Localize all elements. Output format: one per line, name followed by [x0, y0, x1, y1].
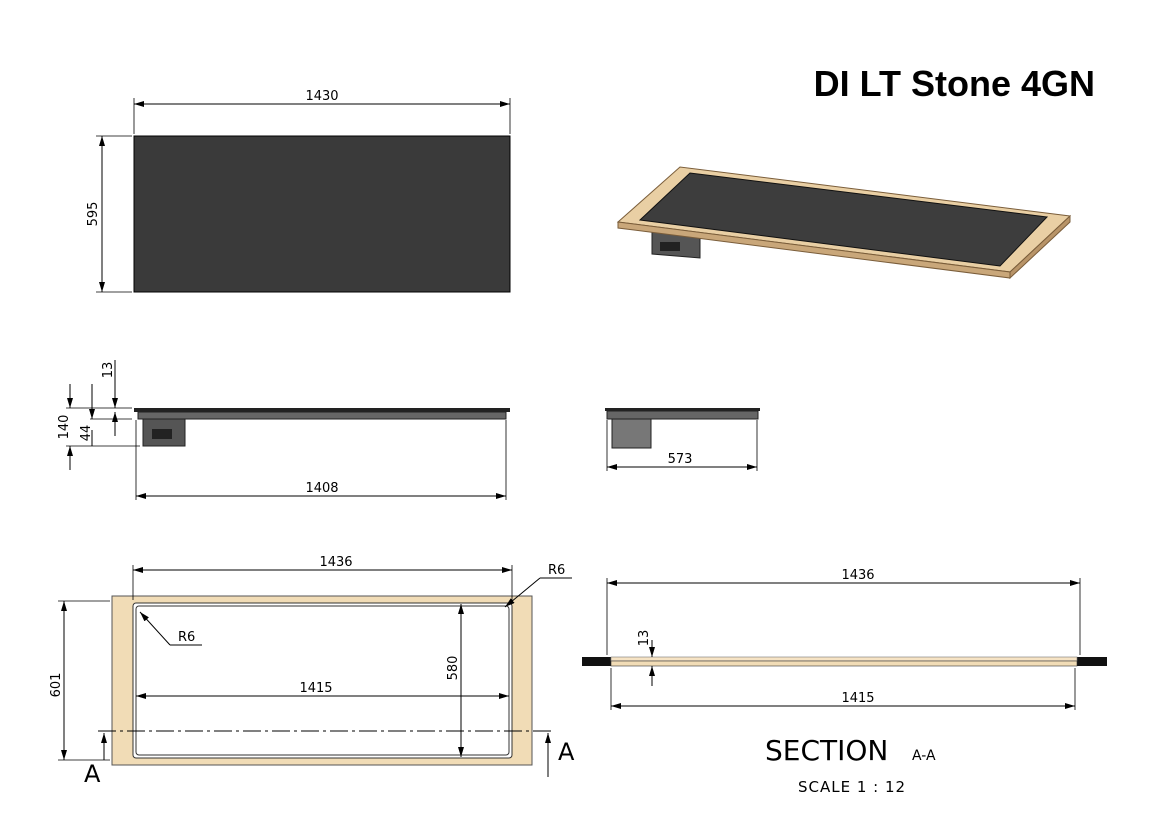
dim-inner-1415: 1415 [299, 681, 332, 696]
dim-section-1436: 1436 [841, 568, 874, 583]
drawing-title: DI LT Stone 4GN [814, 63, 1095, 104]
dim-outer-1436: 1436 [319, 555, 352, 570]
isometric-view [616, 166, 1072, 280]
section-title-suffix: A-A [912, 748, 936, 764]
front-view: 1408 140 44 13 [57, 360, 510, 500]
dim-box-44: 44 [79, 425, 94, 442]
section-view: 1436 1415 13 SECTION A-A SCALE 1 : 12 [582, 568, 1107, 796]
dim-width-1430: 1430 [305, 89, 338, 104]
dim-height-140: 140 [57, 415, 72, 440]
dim-inner-580: 580 [446, 656, 461, 681]
scale-label: SCALE 1 : 12 [798, 778, 906, 796]
dim-outer-601: 601 [49, 673, 64, 698]
side-view: 573 [605, 408, 760, 471]
top-view: 1430 595 [86, 89, 511, 293]
cutout-plan-view: 1436 601 580 1415 R6 R6 A A [49, 555, 575, 788]
dim-section-1415: 1415 [841, 691, 874, 706]
dim-section-13: 13 [637, 630, 652, 647]
radius-label-right: R6 [548, 563, 565, 578]
stone-top-plate [133, 135, 511, 293]
section-marker-right: A [558, 738, 575, 766]
dim-depth-573: 573 [668, 452, 693, 467]
radius-label-left: R6 [178, 630, 195, 645]
dim-length-1408: 1408 [305, 481, 338, 496]
section-title: SECTION [765, 734, 888, 767]
dim-depth-595: 595 [86, 202, 101, 227]
section-marker-left: A [84, 760, 101, 788]
dim-slab-13: 13 [101, 362, 116, 379]
